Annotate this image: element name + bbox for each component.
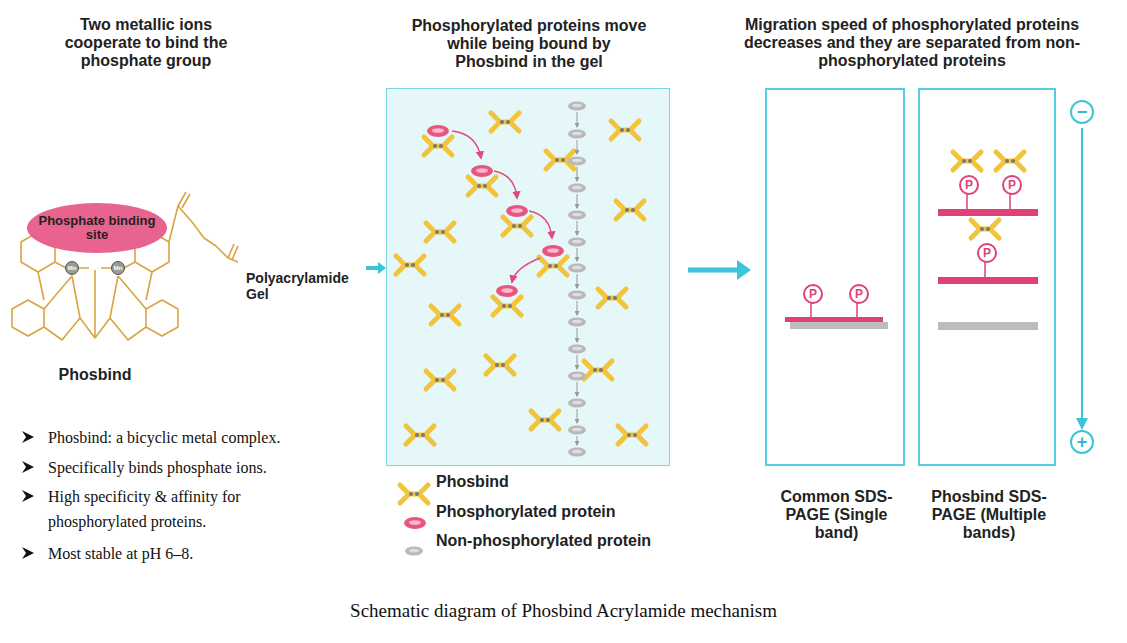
- bullet-note: Most stable at pH 6–8.: [48, 541, 348, 566]
- legend-text: Phosbind: [436, 472, 509, 492]
- gel-panel: Phosphorylated proteins move while being…: [386, 88, 670, 466]
- phosbind-molecule: [12, 192, 238, 340]
- phosphate-circle: P: [959, 175, 979, 195]
- phosbind-icons: [396, 113, 646, 444]
- node-text: Mn: [114, 265, 123, 271]
- phosphorylated-proteins: [427, 125, 564, 297]
- phosphate-circle: P: [849, 284, 869, 304]
- gel-label: Polyacrylamide Gel: [246, 270, 360, 302]
- binding-site-ellipse: Phosphate binding site: [27, 203, 167, 253]
- lane-label: Common SDS-PAGE (Single band): [774, 488, 899, 542]
- non-phosphorylated-proteins: [568, 102, 586, 457]
- legend-samples: [400, 485, 428, 556]
- polarity-sign: −: [1072, 102, 1092, 122]
- migration-arrows: [452, 131, 552, 282]
- node-text: P: [983, 246, 991, 260]
- bullet-note: High specificity & affinity for phosphor…: [48, 484, 276, 534]
- node-text: P: [965, 178, 973, 192]
- gel-bands: [785, 152, 1038, 330]
- column-heading: Migration speed of phosphorylated protei…: [732, 16, 1092, 70]
- figure-caption: Schematic diagram of Phosbind Acrylamide…: [0, 600, 1127, 622]
- phosphate-circle: P: [803, 284, 823, 304]
- node-text: Mn: [68, 265, 77, 271]
- polarity-sign: +: [1072, 432, 1092, 452]
- node-text: Phosphate binding site: [37, 214, 157, 242]
- bullet-note: Phosbind: a bicyclic metal complex.: [48, 425, 348, 450]
- phosphate-circle: P: [977, 243, 997, 263]
- bullet-note: Specifically binds phosphate ions.: [48, 455, 348, 480]
- gel-lane: Phosbind SDS-PAGE (Multiple bands)PPP: [918, 88, 1056, 466]
- gel-lane: Common SDS-PAGE (Single band)PP: [765, 88, 905, 466]
- metal-ion: Mn: [111, 261, 125, 275]
- legend-text: Non-phosphorylated protein: [436, 531, 651, 551]
- phosphate-circle: P: [1002, 175, 1022, 195]
- molecule-name: Phosbind: [40, 366, 150, 384]
- panel-heading: Phosphorylated proteins move while being…: [411, 17, 647, 71]
- flow-arrow: [688, 260, 751, 280]
- column-heading: Two metallic ions cooperate to bind the …: [55, 16, 237, 70]
- pointer-arrow: [366, 266, 378, 270]
- metal-ion: Mn: [65, 261, 79, 275]
- gel-fill: [386, 88, 670, 466]
- node-text: P: [809, 287, 817, 301]
- node-text: P: [855, 287, 863, 301]
- legend-text: Phosphorylated protein: [436, 502, 616, 522]
- direction-arrow: [1071, 101, 1093, 453]
- bullet-markers: [22, 431, 34, 559]
- pointer-arrowhead: [378, 262, 386, 274]
- node-text: P: [1008, 178, 1016, 192]
- lane-label: Phosbind SDS-PAGE (Multiple bands): [920, 488, 1058, 542]
